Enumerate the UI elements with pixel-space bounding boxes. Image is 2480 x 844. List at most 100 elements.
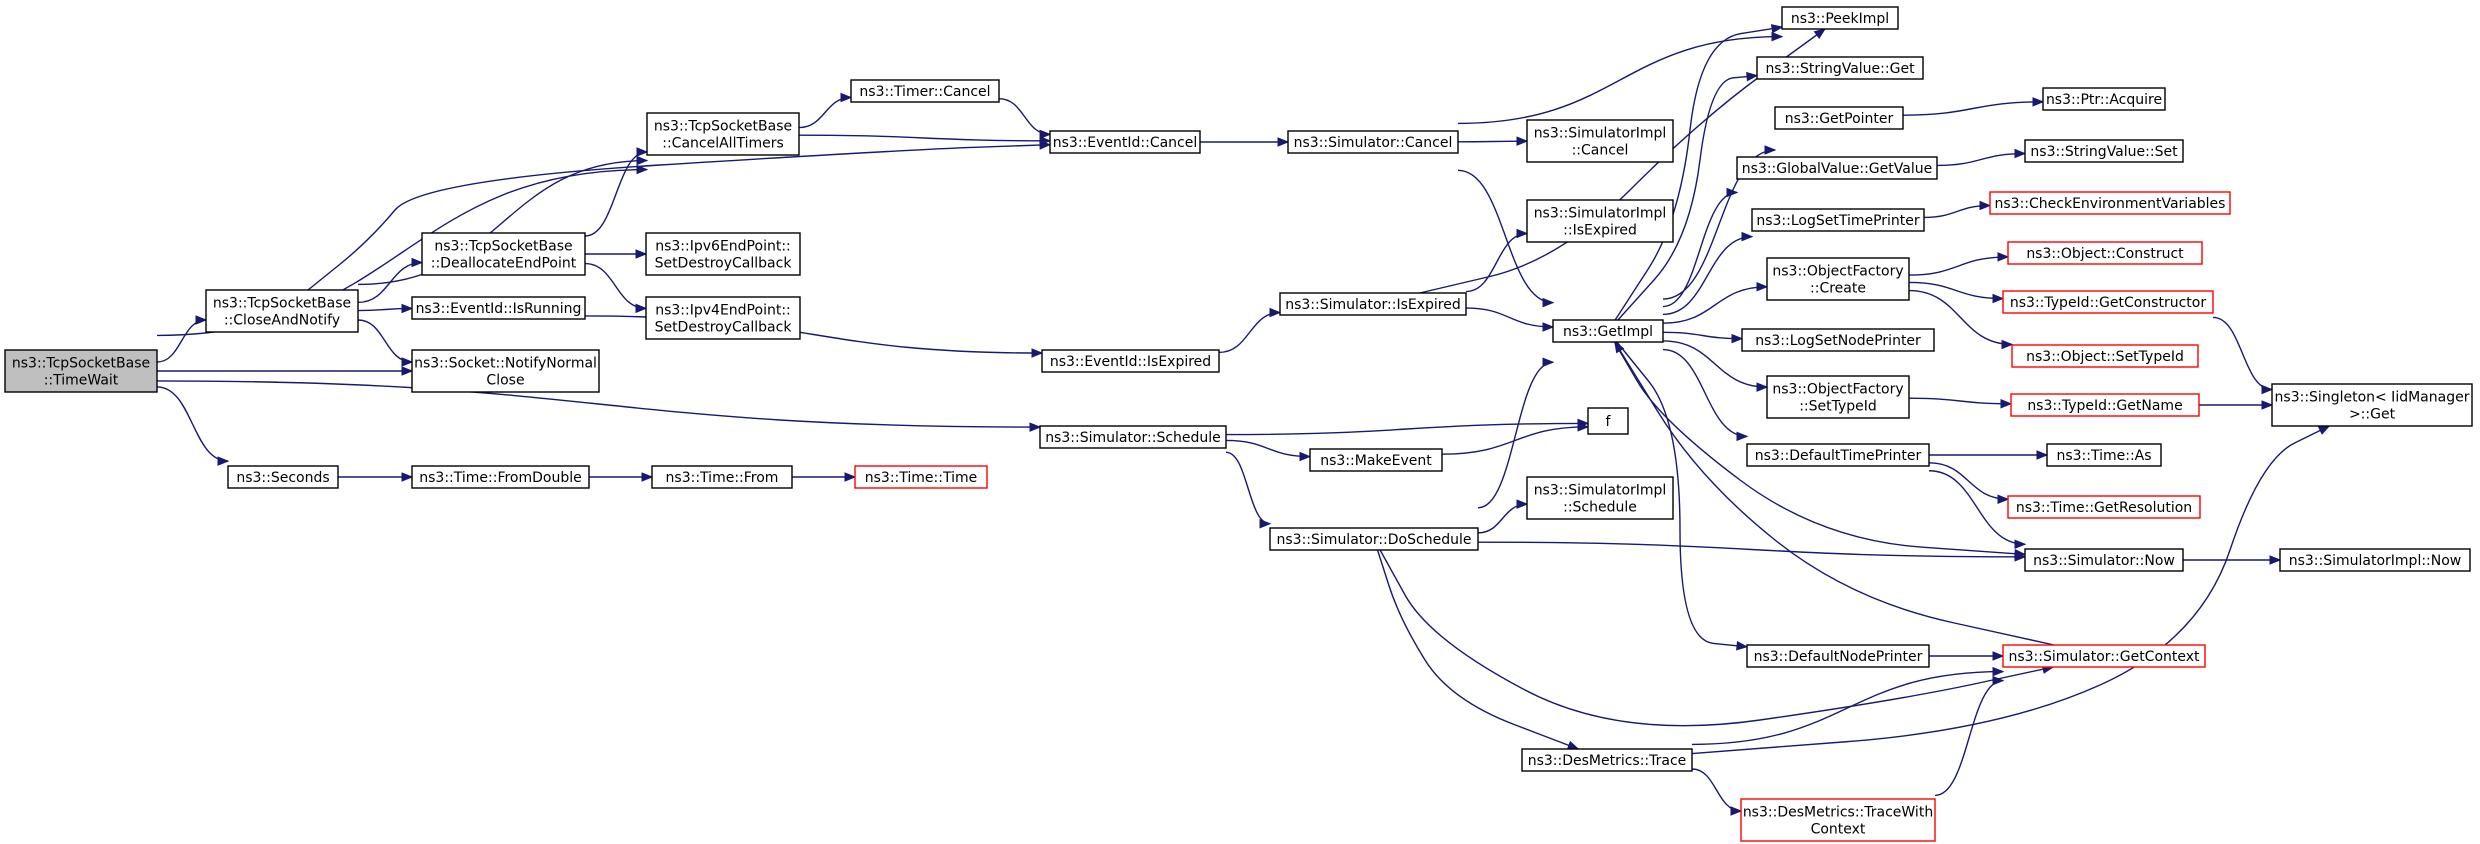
node-box	[421, 232, 586, 276]
node-sim_schedule[interactable]: ns3::Simulator::Schedule	[1039, 425, 1227, 449]
node-time_getresolution[interactable]: ns3::Time::GetResolution	[2007, 495, 2201, 519]
arrowhead-logsettimeprinter-to-checkenv	[1979, 200, 1992, 211]
node-stringvalue_set[interactable]: ns3::StringValue::Set	[2024, 139, 2184, 163]
arrowhead-objectfactory_create-to-typeid_getconstructor	[1992, 293, 2005, 304]
node-defaultnodeprinter[interactable]: ns3::DefaultNodePrinter	[1746, 644, 1930, 668]
node-box	[1741, 328, 1935, 352]
node-eventid_isexpired[interactable]: ns3::EventId::IsExpired	[1041, 349, 1220, 373]
node-seconds[interactable]: ns3::Seconds	[227, 465, 339, 489]
node-singleton_get[interactable]: ns3::Singleton< IidManager>::Get	[2271, 383, 2473, 427]
edge-sim_doschedule-to-getimpl	[1477, 361, 1554, 509]
edge-sim_cancel-to-getimpl	[1457, 169, 1554, 304]
edge-defaulttimeprinter-to-sim_now	[1928, 470, 2026, 545]
node-timer_cancel[interactable]: ns3::Timer::Cancel	[850, 79, 1000, 103]
node-simimpl_now[interactable]: ns3::SimulatorImpl::Now	[2279, 548, 2471, 572]
node-sim_getcontext[interactable]: ns3::Simulator::GetContext	[2002, 644, 2206, 668]
node-box	[2002, 290, 2214, 314]
edge-sim_cancel-to-peekimpl	[1457, 35, 1783, 125]
edge-makeevent-to-f	[1441, 426, 1589, 455]
node-time_from[interactable]: ns3::Time::From	[651, 465, 793, 489]
edge-getimpl-to-objectfactory_settypeid	[1662, 340, 1768, 388]
node-simimpl_cancel[interactable]: ns3::SimulatorImpl::Cancel	[1526, 119, 1674, 163]
node-label: ns3::LogSetNodePrinter	[1755, 333, 1921, 349]
edge-deallocateendpoint-to-ipv4_setdestroy	[584, 262, 647, 310]
node-sim_now[interactable]: ns3::Simulator::Now	[2024, 548, 2184, 572]
node-label: ns3::StringValue::Set	[2030, 144, 2178, 160]
node-f[interactable]: f	[1587, 407, 1629, 435]
node-objectfactory_settypeid[interactable]: ns3::ObjectFactory::SetTypeId	[1766, 375, 1910, 419]
node-time_fromdouble[interactable]: ns3::Time::FromDouble	[411, 465, 590, 489]
node-ipv6_setdestroy[interactable]: ns3::Ipv6EndPoint::SetDestroyCallback	[645, 232, 801, 276]
node-makeevent[interactable]: ns3::MakeEvent	[1309, 448, 1443, 472]
node-sim_cancel[interactable]: ns3::Simulator::Cancel	[1287, 130, 1459, 154]
node-object_settypeid[interactable]: ns3::Object::SetTypeId	[2011, 344, 2199, 368]
node-closeandnotify[interactable]: ns3::TcpSocketBase::CloseAndNotify	[205, 289, 359, 333]
node-deallocateendpoint[interactable]: ns3::TcpSocketBase::DeallocateEndPoint	[421, 232, 586, 276]
node-box	[1526, 119, 1674, 163]
node-label: SetDestroyCallback	[655, 256, 793, 272]
arrowhead-desmetrics_trace-to-sim_getcontext	[1992, 666, 2005, 677]
node-box	[1746, 443, 1930, 467]
node-box	[2042, 87, 2166, 111]
node-simimpl_schedule[interactable]: ns3::SimulatorImpl::Schedule	[1526, 476, 1674, 520]
edge-cancelalltimers-to-eventid_cancel	[798, 134, 1051, 142]
node-time_time[interactable]: ns3::Time::Time	[854, 465, 988, 489]
node-box	[2024, 548, 2184, 572]
node-defaulttimeprinter[interactable]: ns3::DefaultTimePrinter	[1746, 443, 1930, 467]
node-logsettimeprinter[interactable]: ns3::LogSetTimePrinter	[1751, 208, 1925, 232]
arrowhead-getimpl-to-getpointer	[1764, 145, 1777, 155]
node-typeid_getname[interactable]: ns3::TypeId::GetName	[2010, 393, 2200, 417]
node-checkenv[interactable]: ns3::CheckEnvironmentVariables	[1989, 191, 2231, 215]
node-stringvalue_get[interactable]: ns3::StringValue::Get	[1756, 56, 1924, 80]
edge-closeandnotify-to-notifynormalclose	[357, 319, 413, 363]
node-sim_isexpired[interactable]: ns3::Simulator::IsExpired	[1279, 292, 1467, 316]
node-desmetrics_trace[interactable]: ns3::DesMetrics::Trace	[1521, 748, 1693, 772]
node-label: ns3::TcpSocketBase	[213, 296, 351, 312]
node-objectfactory_create[interactable]: ns3::ObjectFactory::Create	[1766, 257, 1910, 301]
edge-objectfactory_create-to-typeid_getconstructor	[1908, 281, 2004, 300]
node-label: ns3::SimulatorImpl	[1534, 483, 1667, 499]
arrowhead-seconds-to-time_fromdouble	[401, 472, 414, 482]
node-label: ::SetTypeId	[1799, 399, 1877, 415]
node-object_construct[interactable]: ns3::Object::Construct	[2007, 241, 2203, 265]
node-timewait[interactable]: ns3::TcpSocketBase::TimeWait	[4, 349, 158, 393]
node-box	[4, 349, 158, 393]
edge-timewait-to-seconds	[156, 386, 229, 462]
arrowhead-deallocateendpoint-to-ipv6_setdestroy	[635, 249, 648, 259]
node-getimpl[interactable]: ns3::GetImpl	[1552, 319, 1664, 343]
node-ipv4_setdestroy[interactable]: ns3::Ipv4EndPoint::SetDestroyCallback	[645, 296, 801, 340]
edge-sim_isexpired-to-simimpl_isexpired	[1465, 232, 1528, 293]
node-label: ns3::Time::GetResolution	[2016, 500, 2192, 516]
arrowhead-typeid_getname-to-singleton_get	[2261, 400, 2274, 410]
node-box	[1049, 130, 1201, 154]
node-box	[411, 465, 590, 489]
edge-closeandnotify-to-eventid_cancel	[307, 143, 1051, 291]
node-getpointer[interactable]: ns3::GetPointer	[1774, 106, 1904, 130]
node-peekimpl[interactable]: ns3::PeekImpl	[1781, 6, 1899, 30]
node-box	[645, 232, 801, 276]
node-label: ::IsExpired	[1563, 223, 1637, 239]
node-cancelalltimers[interactable]: ns3::TcpSocketBase::CancelAllTimers	[646, 112, 800, 156]
node-ptr_acquire[interactable]: ns3::Ptr::Acquire	[2042, 87, 2166, 111]
node-globalvalue_getvalue[interactable]: ns3::GlobalValue::GetValue	[1736, 156, 1938, 180]
node-typeid_getconstructor[interactable]: ns3::TypeId::GetConstructor	[2002, 290, 2214, 314]
arrowhead-timer_cancel-to-eventid_cancel	[1039, 129, 1052, 140]
arrowhead-defaulttimeprinter-to-sim_now	[2014, 539, 2027, 549]
node-label: ns3::Socket::NotifyNormal	[414, 356, 597, 372]
node-box	[1287, 130, 1459, 154]
node-sim_doschedule[interactable]: ns3::Simulator::DoSchedule	[1269, 527, 1479, 551]
arrowhead-sim_cancel-to-getimpl	[1542, 297, 1555, 308]
node-simimpl_isexpired[interactable]: ns3::SimulatorImpl::IsExpired	[1526, 199, 1674, 243]
node-eventid_isrunning[interactable]: ns3::EventId::IsRunning	[411, 296, 586, 320]
arrowhead-getimpl-to-objectfactory_create	[1756, 282, 1769, 292]
node-logsetnodeprinter[interactable]: ns3::LogSetNodePrinter	[1741, 328, 1935, 352]
arrowhead-cancelalltimers-to-eventid_cancel	[1039, 136, 1052, 146]
node-time_as[interactable]: ns3::Time::As	[2046, 443, 2162, 467]
edge-timewait-to-sim_schedule	[156, 380, 1041, 428]
edge-sim_doschedule-to-simimpl_schedule	[1477, 503, 1528, 534]
edge-sim_doschedule-to-sim_getcontext	[1379, 549, 2054, 727]
node-label: ns3::Timer::Cancel	[859, 84, 990, 100]
node-eventid_cancel[interactable]: ns3::EventId::Cancel	[1049, 130, 1201, 154]
